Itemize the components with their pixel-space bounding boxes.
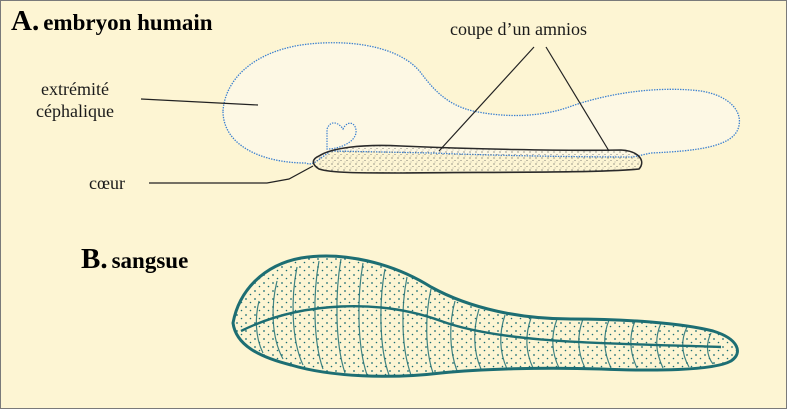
section-title-a: embryon humain [43,10,212,35]
leech-body [233,256,737,376]
leader-line-coeur [149,166,313,183]
label-extremite-line2: céphalique [36,100,114,122]
section-letter-a: A. [11,5,39,37]
embryo-body [223,43,739,164]
label-extremite-cephalique: extrémité céphalique [36,78,114,122]
amnion-section [313,145,641,173]
title-sangsue: B. sangsue [81,243,188,276]
label-extremite-line1: extrémité [36,78,114,100]
section-title-b: sangsue [112,248,189,273]
label-coupe-amnios: coupe d’un amnios [450,18,587,40]
label-coeur: cœur [89,172,125,194]
title-embryon: A. embryon humain [11,5,213,38]
section-letter-b: B. [81,243,108,275]
